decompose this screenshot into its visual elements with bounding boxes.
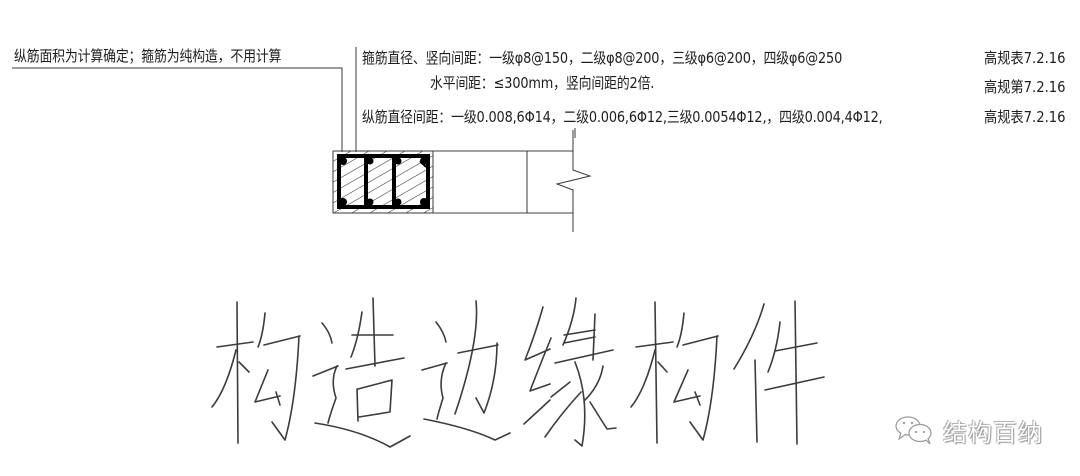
longitudinal-spec-line: 纵筋直径间距：一级0.008,6Φ14，二级0.006,6Φ12,三级0.005… (362, 108, 883, 126)
glyph-bian (421, 300, 511, 441)
code-reference-1: 高规表7.2.16 (984, 49, 1066, 67)
glyph-jian (733, 300, 825, 445)
glyph-zao (312, 297, 411, 448)
watermark-text: 结构百纳 (943, 418, 1043, 447)
stirrup-spec-line: 箍筋直径、竖向间距：一级φ8@150，二级φ8@200，三级φ6@200，四级φ… (362, 49, 843, 67)
glyph-gou-1 (211, 301, 301, 444)
code-reference-3: 高规表7.2.16 (984, 108, 1066, 126)
glyph-gou-2 (630, 301, 719, 444)
horizontal-spacing-line: 水平间距：≤300mm，竖向间距的2倍. (430, 74, 655, 92)
left-note: 纵筋面积为计算确定；箍筋为纯构造，不用计算 (14, 47, 282, 65)
glyph-yuan (523, 297, 617, 447)
wall-section (332, 150, 573, 214)
break-line-symbol (555, 130, 592, 232)
left-note-leader (12, 67, 343, 152)
wechat-icon (895, 416, 932, 445)
watermark: 结构百纳 (893, 410, 1043, 450)
code-reference-2: 高规第7.2.16 (984, 78, 1066, 96)
